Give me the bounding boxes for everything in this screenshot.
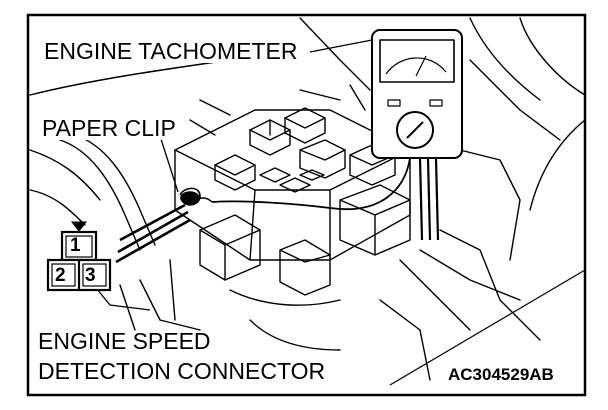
tachometer-unit bbox=[371, 29, 463, 241]
connector-pin-3: 3 bbox=[85, 265, 96, 286]
connector-pin-2: 2 bbox=[55, 265, 66, 286]
figure-frame bbox=[26, 13, 587, 397]
paper-clip bbox=[115, 187, 201, 264]
tachometer-lead bbox=[211, 157, 411, 211]
connector-symbol bbox=[46, 221, 112, 292]
connector-pin-1: 1 bbox=[70, 235, 81, 256]
paper-clip-label: PAPER CLIP bbox=[40, 115, 178, 141]
drawing-edge-line bbox=[389, 269, 586, 386]
speed-connector-label-line1: ENGINE SPEED bbox=[38, 328, 211, 354]
engine-bay-drawing bbox=[29, 17, 586, 381]
tachometer-label: ENGINE TACHOMETER bbox=[42, 38, 300, 64]
figure-code: AC304529AB bbox=[448, 365, 554, 384]
speed-connector-label-line2: DETECTION CONNECTOR bbox=[38, 358, 326, 384]
